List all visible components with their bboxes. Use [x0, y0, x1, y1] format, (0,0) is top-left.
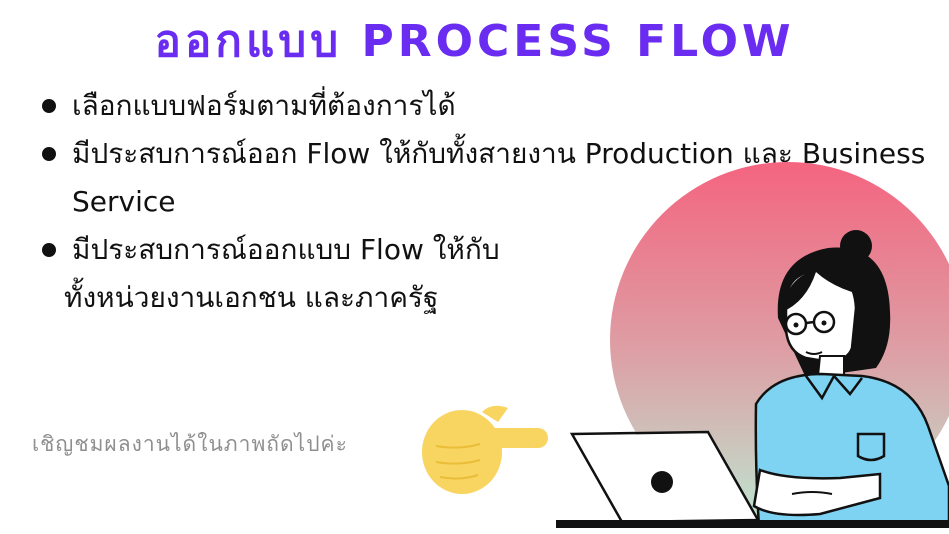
pointing-hand-icon: [422, 405, 548, 494]
page-title: ออกแบบ PROCESS FLOW: [154, 16, 795, 67]
bullet-dot-icon: [42, 99, 56, 113]
bullet-continuation: ทั้งหน่วยงานเอกชน และภาครัฐ: [64, 281, 439, 314]
woman-illustration: [752, 230, 949, 528]
bullet-item: เลือกแบบฟอร์มตามที่ต้องการได้: [36, 82, 946, 130]
desk-line: [556, 520, 949, 528]
bullet-dot-icon: [42, 243, 56, 257]
caption-text: เชิญชมผลงานได้ในภาพถัดไปค่ะ: [32, 432, 348, 456]
bullet-dot-icon: [42, 147, 56, 161]
laptop-icon: [569, 430, 761, 524]
bullet-item: มีประสบการณ์ออกแบบ Flow ให้กับ ทั้งหน่วย…: [36, 226, 946, 322]
bullet-text: เลือกแบบฟอร์มตามที่ต้องการได้: [72, 89, 456, 122]
bullet-text: มีประสบการณ์ออกแบบ Flow ให้กับ: [72, 233, 500, 266]
bullet-list: เลือกแบบฟอร์มตามที่ต้องการได้ มีประสบการ…: [36, 82, 946, 322]
